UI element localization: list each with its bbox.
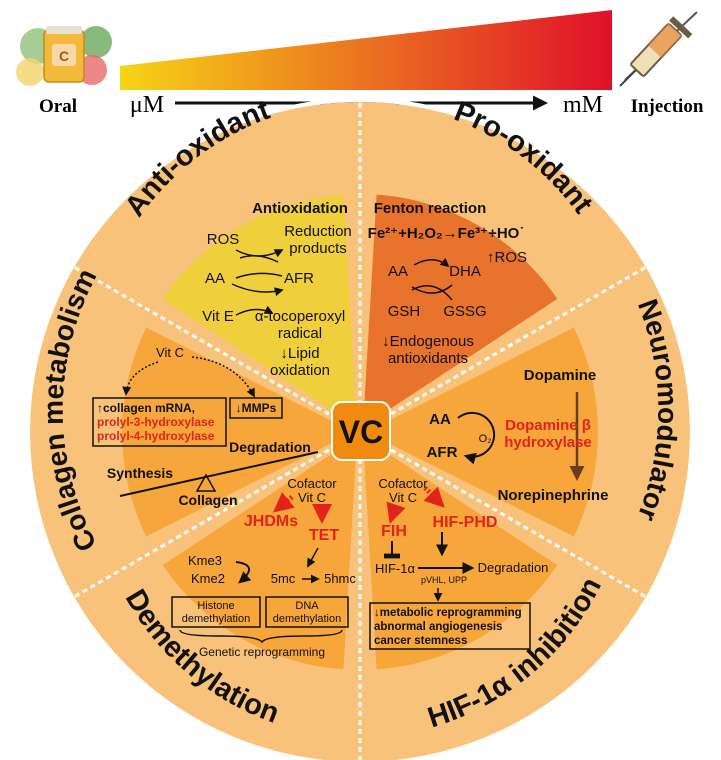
tocopheroxyl-line1: α-tocoperoxyl <box>255 308 345 325</box>
histone-line1: Histone <box>197 600 234 612</box>
hif-wedge <box>363 437 558 670</box>
seesaw-fulcrum <box>195 473 217 492</box>
syringe-icon <box>619 11 698 87</box>
antioxidant-content: Antioxidation ROS Reduction products AA … <box>202 200 351 379</box>
hif-effect-2: abnormal angiogenesis <box>374 621 502 633</box>
vc-center-label: VC <box>339 414 383 450</box>
vc-center-badge <box>331 401 391 461</box>
p3h-label: prolyl-3-hydroxylase <box>97 415 215 429</box>
synthesis-label: Synthesis <box>107 465 173 481</box>
prooxidant-aa-label: AA <box>388 263 408 280</box>
aa-label: AA <box>205 270 225 287</box>
5hmc-label: 5hmc <box>324 571 356 586</box>
fenton-heading: Fenton reaction <box>374 200 487 217</box>
tocopheroxyl-line2: radical <box>278 325 322 342</box>
fih-label: FIH <box>381 523 407 540</box>
collagen-mrna-label: ↑collagen mRNA, <box>97 401 195 415</box>
dopamine-hydroxylase-line1: Dopamine β <box>505 417 591 434</box>
neuromodulator-content: Dopamine Norepinephrine AA AFR O₂ Dopami… <box>427 367 609 504</box>
hif-degradation-label: Degradation <box>478 560 549 575</box>
p4h-label: prolyl-4-hydroxylase <box>97 429 215 443</box>
millimolar-label: mM <box>563 92 603 118</box>
hif-phd-label: HIF-PHD <box>433 514 498 531</box>
demeth-cofactor-line1: Cofactor <box>287 476 337 491</box>
mmps-label: ↓MMPs <box>236 401 277 415</box>
fenton-equation: Fe²⁺+H₂O₂→Fe³⁺+HO˙ <box>368 225 525 242</box>
afr-label: AFR <box>284 270 314 287</box>
ros-up-label: ↑ROS <box>487 249 527 266</box>
histone-line2: demethylation <box>182 613 251 625</box>
hif-effect-1: ↓metabolic reprogramming <box>374 607 522 619</box>
collagen-label: Collagen <box>178 492 237 508</box>
norepinephrine-label: Norepinephrine <box>498 487 609 504</box>
ros-label: ROS <box>207 231 240 248</box>
dopamine-label: Dopamine <box>524 367 597 384</box>
reduction-products-line1: Reduction <box>284 223 352 240</box>
genetic-brace <box>179 629 343 644</box>
reduction-products-line2: products <box>289 240 347 257</box>
capsule-letter: C <box>59 48 69 64</box>
prooxidant-wedge <box>363 194 558 427</box>
kme2-label: Kme2 <box>191 571 225 586</box>
hif-content: Cofactor Vit C FIH HIF-PHD HIF-1α Degrad… <box>369 476 549 650</box>
endogenous-line1: ↓Endogenous <box>382 333 474 350</box>
tet-label: TET <box>309 527 339 544</box>
dna-box <box>265 596 349 628</box>
degradation-label: Degradation <box>229 439 311 455</box>
mmps-box <box>229 397 283 419</box>
vit-e-label: Vit E <box>202 308 233 325</box>
gssg-label: GSSG <box>443 303 486 320</box>
histone-box <box>171 596 261 628</box>
hif1a-label: HIF-1α <box>375 561 416 576</box>
o2-label: O₂ <box>479 433 492 445</box>
demeth-cofactor-line2: Vit C <box>298 490 326 505</box>
hif-effect-3: cancer stemness <box>374 635 467 647</box>
dna-line2: demethylation <box>273 613 342 625</box>
5mc-label: 5mc <box>271 571 296 586</box>
hif-effects-box <box>369 602 531 650</box>
demethylation-wedge <box>162 437 357 670</box>
seesaw-beam <box>119 451 319 497</box>
hif-cofactor-line2: Vit C <box>389 490 417 505</box>
lipid-oxidation-line1: ↓Lipid <box>280 345 319 362</box>
dopamine-hydroxylase-line2: hydroxylase <box>504 434 592 451</box>
gsh-label: GSH <box>388 303 421 320</box>
dna-line1: DNA <box>295 600 319 612</box>
kme3-label: Kme3 <box>188 553 222 568</box>
genetic-reprogramming: Genetic reprogramming <box>199 645 325 659</box>
dose-gradient-wedge <box>120 10 612 90</box>
injection-label: Injection <box>631 96 704 117</box>
collagen-mrna-box <box>92 397 227 447</box>
collagen-vitc-label: Vit C <box>156 345 184 360</box>
neuromodulator-wedge <box>366 327 598 537</box>
collagen-wedge <box>122 327 354 537</box>
lipid-oxidation-line2: oxidation <box>270 362 330 379</box>
antioxidation-heading: Antioxidation <box>252 200 348 217</box>
oral-label: Oral <box>39 96 77 117</box>
collagen-content: Vit C ↑collagen mRNA, prolyl-3-hydroxyla… <box>92 345 319 508</box>
pvhl-upp-label: pVHL, UPP <box>421 575 467 585</box>
endogenous-line2: antioxidants <box>388 350 468 367</box>
prooxidant-content: Fenton reaction Fe²⁺+H₂O₂→Fe³⁺+HO˙ ↑ROS … <box>368 200 527 367</box>
antioxidant-wedge <box>162 194 357 427</box>
oral-food-illustration: C <box>16 26 112 86</box>
dha-label: DHA <box>449 263 481 280</box>
neuro-afr-label: AFR <box>427 444 458 461</box>
jhdms-label: JHDMs <box>244 513 298 530</box>
neuro-aa-label: AA <box>429 411 451 428</box>
demethylation-content: Cofactor Vit C JHDMs TET Kme3 Kme2 5mc 5… <box>171 476 356 659</box>
hif-cofactor-line1: Cofactor <box>378 476 428 491</box>
micromolar-label: μM <box>130 92 164 118</box>
